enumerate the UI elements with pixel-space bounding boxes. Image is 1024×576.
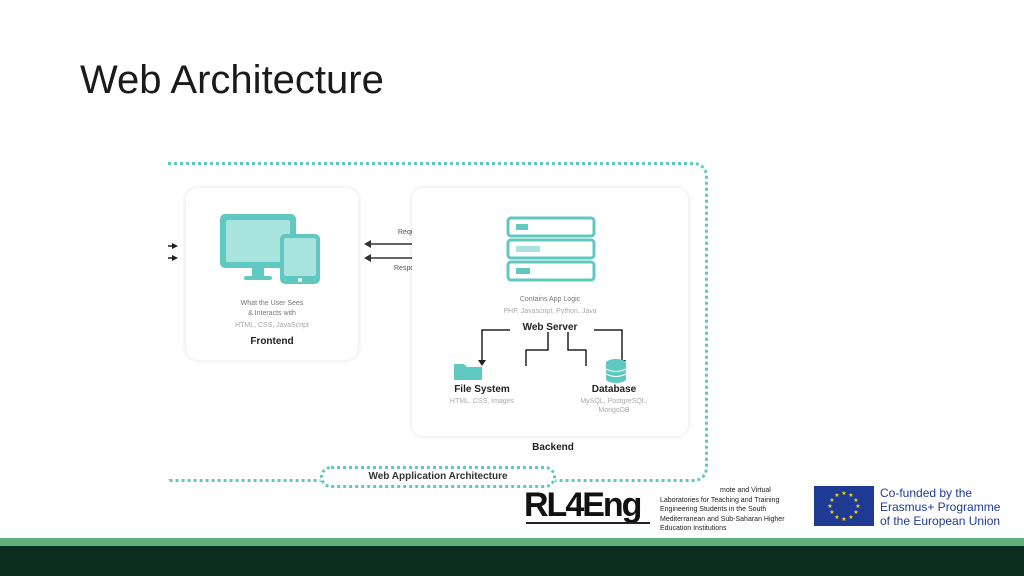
svg-text:★: ★ (829, 497, 834, 504)
backend-card: Contains App Logic PHP, Javascript, Pyth… (412, 188, 688, 436)
database-label: Database (591, 384, 637, 395)
svg-text:★: ★ (855, 503, 860, 510)
svg-text:★: ★ (841, 490, 846, 497)
frontend-desc-line1: What the User Sees (240, 300, 304, 307)
footer-band-light (0, 538, 1024, 546)
rl4eng-description: mote and Virtual Laboratories for Teachi… (660, 486, 800, 534)
database-tech-line2: MongoDB (598, 407, 630, 414)
backend-logic: Contains App Logic (519, 296, 581, 303)
left-edge-arrows-icon (168, 243, 178, 261)
svg-text:★: ★ (841, 516, 846, 523)
svg-text:★: ★ (834, 514, 839, 521)
svg-text:★: ★ (834, 492, 839, 499)
frontend-label: Frontend (250, 336, 294, 347)
rl4eng-desc-line: mote and Virtual (720, 487, 771, 494)
file-system-tech: HTML, CSS, Images (449, 398, 515, 405)
database-icon (605, 359, 627, 383)
eu-cofunded-text: Co-funded by the Erasmus+ Programme of t… (880, 486, 1000, 528)
rl4eng-desc-line: Mediterranean and Sub-Saharan Higher (660, 515, 785, 523)
eu-text-line: of the European Union (880, 514, 1001, 528)
rl4eng-underline (526, 522, 650, 524)
slide-title: Web Architecture (80, 58, 384, 102)
rl4eng-desc-line: Engineering Students in the South (660, 506, 767, 513)
eu-flag-icon: ★★★★ ★★★★ ★★★★ (814, 486, 874, 526)
rl4eng-desc-line: Education Institutions (660, 525, 727, 532)
architecture-diagram: What the User Sees & Interacts with HTML… (168, 162, 712, 492)
svg-text:★: ★ (848, 514, 853, 521)
frontend-card: What the User Sees & Interacts with HTML… (186, 188, 358, 360)
svg-text:★: ★ (853, 509, 858, 516)
request-label: Request (398, 229, 424, 236)
svg-text:★: ★ (829, 509, 834, 516)
frontend-desc-line2: & Interacts with (248, 310, 296, 317)
eu-text-line: Co-funded by the (880, 486, 973, 500)
svg-text:★: ★ (853, 497, 858, 504)
backend-logic-tech: PHP, Javascript, Python, Java (503, 308, 597, 315)
backend-label: Backend (532, 442, 574, 453)
svg-text:★: ★ (827, 503, 832, 510)
web-server-label: Web Server (522, 322, 578, 333)
svg-text:★: ★ (848, 492, 853, 499)
monitor-tablet-icon (220, 214, 320, 284)
web-app-architecture-label: Web Application Architecture (320, 466, 556, 488)
response-label: Response (394, 265, 426, 272)
rl4eng-logo: RL4Eng (524, 486, 642, 524)
database-tech-line1: MySQL, PostgreSQL, (580, 398, 648, 405)
eu-text-line: Erasmus+ Programme (880, 500, 1001, 514)
file-system-label: File System (454, 384, 510, 395)
rl4eng-desc-line: Laboratories for Teaching and Training (660, 496, 780, 504)
folder-icon (454, 364, 482, 380)
server-rack-icon (506, 216, 596, 282)
footer-band-dark (0, 546, 1024, 576)
frontend-tech: HTML, CSS, JavaScript (235, 322, 309, 329)
